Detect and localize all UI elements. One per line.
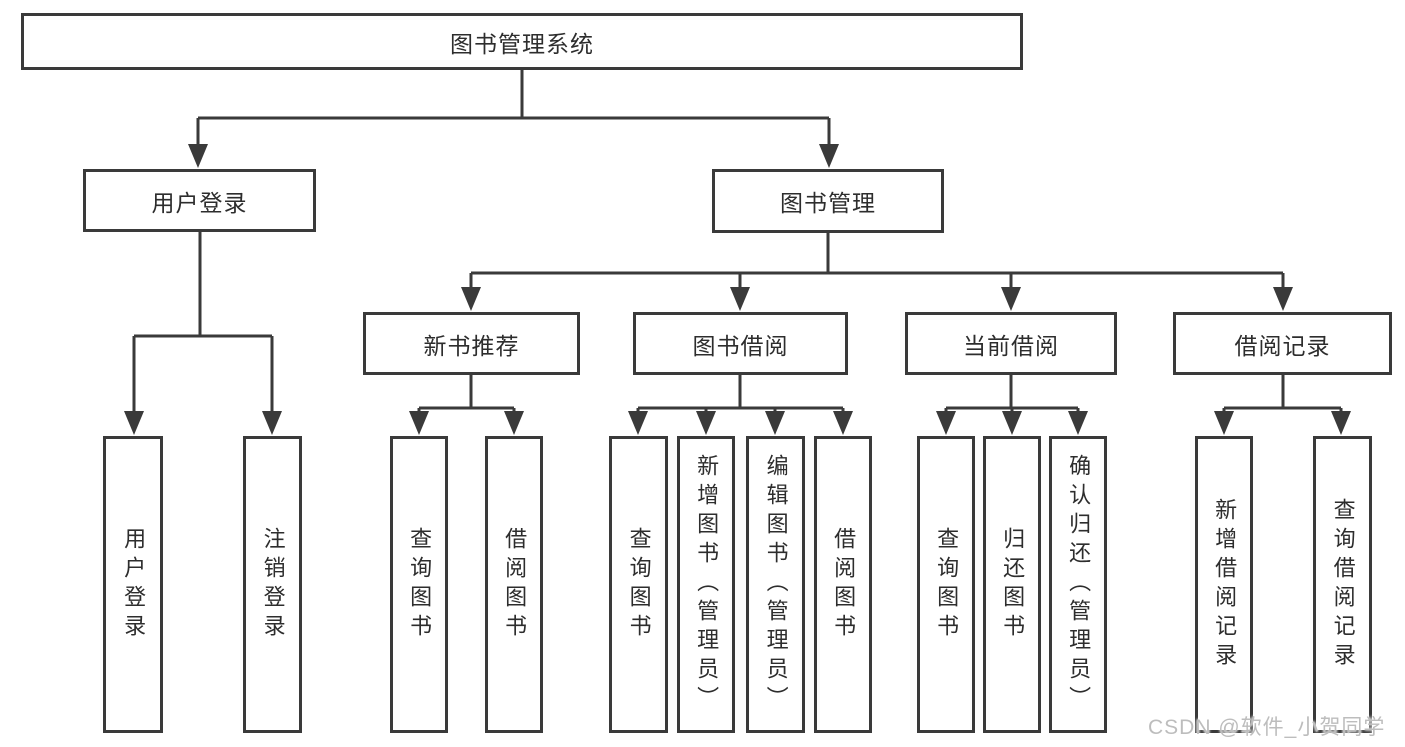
leaf-borrow-borrow-books: 借阅图书	[814, 436, 872, 733]
node-label: 图书管理	[780, 190, 876, 216]
node-label: 新增借阅记录	[1212, 497, 1238, 672]
node-user-login: 用户登录	[83, 169, 316, 232]
node-new-book-recommend: 新书推荐	[363, 312, 580, 375]
leaf-borrow-query-books: 查询图书	[609, 436, 668, 733]
arrowheads-level3	[461, 287, 1293, 311]
leaf-current-confirm-return-admin: 确认归还（管理员）	[1049, 436, 1107, 733]
node-root: 图书管理系统	[21, 13, 1023, 70]
connector-user-login-branch	[132, 232, 274, 413]
node-label: 图书管理系统	[450, 30, 594, 57]
node-label: 用户登录	[151, 189, 248, 216]
leaf-current-return-books: 归还图书	[983, 436, 1041, 733]
node-label: 查询图书	[934, 526, 960, 643]
node-label: 用户登录	[121, 526, 147, 643]
node-current-borrow: 当前借阅	[905, 312, 1117, 375]
node-label: 注销登录	[260, 526, 286, 643]
node-label: 新书推荐	[423, 332, 520, 359]
connector-root-to-level2	[196, 70, 831, 146]
node-label: 借阅图书	[502, 526, 528, 643]
leaf-user-login: 用户登录	[103, 436, 163, 733]
arrowheads-book-borrow-leaves	[628, 411, 853, 435]
node-label: 查询图书	[626, 526, 652, 643]
node-label: 编辑图书（管理员）	[763, 454, 789, 715]
node-label: 归还图书	[1000, 526, 1026, 643]
connector-book-borrow-branch	[636, 375, 845, 414]
node-label: 新增图书（管理员）	[694, 454, 720, 715]
csdn-watermark: CSDN @软件_小贺同学	[1148, 716, 1386, 739]
node-borrow-records: 借阅记录	[1173, 312, 1392, 375]
node-label: 图书借阅	[692, 332, 789, 359]
connector-current-borrow-branch	[944, 375, 1080, 414]
leaf-current-query-books: 查询图书	[917, 436, 975, 733]
node-label: 借阅图书	[831, 526, 857, 643]
leaf-records-add-record: 新增借阅记录	[1195, 436, 1253, 733]
leaf-borrow-add-books-admin: 新增图书（管理员）	[677, 436, 735, 733]
leaf-newbook-borrow-books: 借阅图书	[485, 436, 543, 733]
node-label: 确认归还（管理员）	[1066, 454, 1092, 715]
arrowheads-new-book-leaves	[409, 411, 524, 435]
arrowheads-user-login-leaves	[124, 411, 282, 435]
leaf-logout: 注销登录	[243, 436, 302, 733]
connector-borrow-records-branch	[1222, 375, 1343, 414]
node-label: 查询借阅记录	[1330, 497, 1356, 672]
leaf-records-query-record: 查询借阅记录	[1313, 436, 1372, 733]
arrowheads-borrow-records-leaves	[1214, 411, 1351, 435]
arrowheads-level2	[188, 144, 839, 168]
leaf-newbook-query-books: 查询图书	[390, 436, 448, 733]
node-label: 查询图书	[407, 526, 433, 643]
node-book-borrow: 图书借阅	[633, 312, 848, 375]
node-label: 当前借阅	[963, 332, 1059, 359]
node-book-management: 图书管理	[712, 169, 944, 233]
node-label: 借阅记录	[1234, 332, 1331, 359]
connector-new-book-branch	[417, 375, 516, 414]
connector-book-management-branch	[469, 233, 1285, 291]
arrowheads-current-borrow-leaves	[936, 411, 1088, 435]
leaf-borrow-edit-books-admin: 编辑图书（管理员）	[746, 436, 805, 733]
